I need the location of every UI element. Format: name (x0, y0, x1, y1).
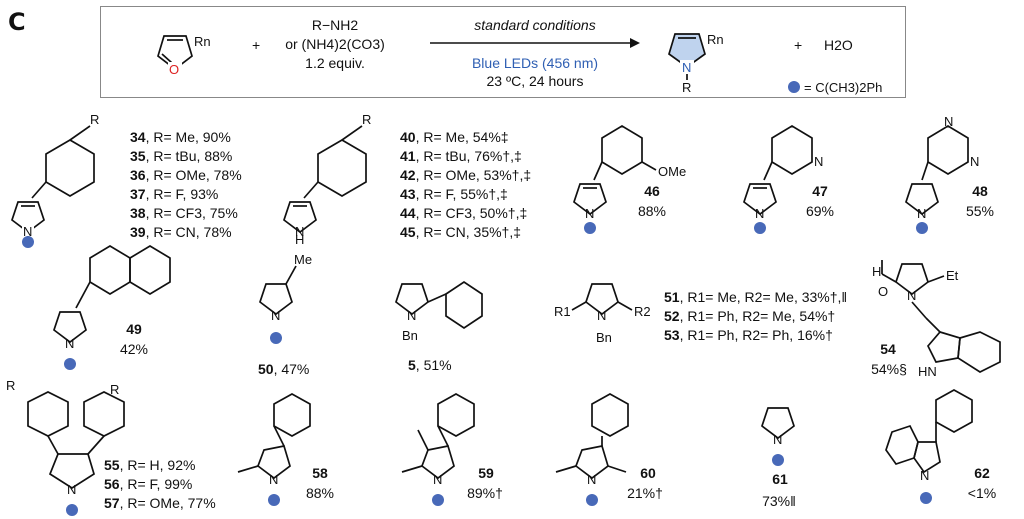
compound-48-label: 48 (972, 183, 988, 199)
light-source-label: Blue LEDs (456 nm) (471, 55, 599, 71)
furan-structure: O Rn (157, 34, 211, 77)
compound-58-yield: 88% (305, 485, 335, 501)
r2-label: R2 (634, 304, 651, 319)
compound-62-yield: <1% (967, 485, 997, 501)
et-label: Et (946, 268, 959, 283)
pyrrole-r-label: R (682, 80, 691, 95)
r-left-label: R (6, 378, 15, 393)
r1-label: R1 (554, 304, 571, 319)
compound-61-yield: 73%‖ (762, 493, 796, 509)
n-label: N (587, 472, 596, 487)
r-label: R (90, 112, 99, 127)
aldehyde-o-label: O (878, 284, 888, 299)
structure-55-57: R R N (6, 378, 125, 516)
compound-58-label: 58 (312, 465, 328, 481)
ome-label: OMe (658, 164, 686, 179)
structure-40-45: R N H (282, 112, 371, 247)
structure-62: N (885, 389, 973, 504)
n-label: N (433, 472, 442, 487)
structure-50: Me N (258, 252, 312, 344)
water-byproduct: H2O (824, 37, 853, 53)
n-label: N (67, 482, 76, 497)
amine-equivalents: 1.2 equiv. (305, 55, 365, 71)
pyrazine-n1-label: N (944, 114, 953, 129)
structure-59: N (401, 393, 475, 506)
h-label: H (872, 264, 881, 279)
compound-60-yield: 21%† (627, 485, 663, 501)
n-label: N (585, 206, 594, 221)
furan-oxygen-label: O (169, 62, 179, 77)
structure-58: N (237, 393, 311, 506)
n-label: N (269, 472, 278, 487)
compound-62-label: 62 (974, 465, 990, 481)
reaction-scheme-box (100, 6, 906, 98)
legend-text: = C(CH3)2Ph (804, 80, 883, 95)
conditions-label: standard conditions (474, 17, 596, 33)
entries-40-45: 40, R= Me, 54%‡ 41, R= tBu, 76%†,‡ 42, R… (400, 129, 532, 240)
me-label: Me (294, 252, 312, 267)
n-label: N (65, 336, 74, 351)
plus-sign-2: + (794, 37, 803, 53)
r-label: R (362, 112, 371, 127)
n-label: N (295, 224, 304, 239)
reaction-arrow (430, 38, 640, 48)
n-label: N (773, 432, 782, 447)
bn-label: Bn (596, 330, 612, 345)
entries-51-53: 51, R1= Me, R2= Me, 33%†,‖ 52, R1= Ph, R… (664, 289, 848, 343)
structure-46: OMe N (572, 125, 686, 234)
legend-dot (788, 81, 800, 93)
product-pyrrole-structure: N R Rn (668, 32, 724, 95)
compound-47-yield: 69% (805, 203, 835, 219)
amine-formula: R−NH2 (311, 17, 359, 33)
compound-46-yield: 88% (637, 203, 667, 219)
n-label: N (597, 308, 606, 323)
compound-48-yield: 55% (965, 203, 995, 219)
r-right-label: R (110, 382, 119, 397)
structure-54: H O Et N HN (872, 260, 1001, 379)
panel-label: C (8, 8, 26, 36)
compound-49-yield: 42% (119, 341, 149, 357)
structure-61: N (760, 407, 796, 466)
compound-61-label: 61 (772, 471, 788, 487)
pyrrole-substituent-label: Rn (707, 32, 724, 47)
compound-54-label: 54 (880, 341, 896, 357)
n-label: N (917, 206, 926, 221)
compound-59-label: 59 (478, 465, 494, 481)
pyrrole-nitrogen-label: N (682, 60, 691, 75)
structure-60: N (555, 393, 629, 506)
structure-49: N (52, 245, 171, 370)
pyrazine-n2-label: N (970, 154, 979, 169)
structure-5: N Bn (394, 280, 483, 343)
amine-reagent: R−NH2 or (NH4)2(CO3) 1.2 equiv. (280, 16, 390, 73)
compound-60-label: 60 (640, 465, 656, 481)
compound-47-label: 47 (812, 183, 828, 199)
bn-label: Bn (402, 328, 418, 343)
structure-47: N N (742, 125, 823, 234)
ammonium-carbonate: or (NH4)2(CO3) (285, 36, 385, 52)
entries-34-39: 34, R= Me, 90% 35, R= tBu, 88% 36, R= OM… (130, 129, 242, 240)
pyridine-n-label: N (814, 154, 823, 169)
n-label: N (907, 288, 916, 303)
structure-34-39: R N (10, 112, 99, 248)
compound-5-caption: 5, 51% (408, 357, 452, 373)
compound-54-yield: 54%§ (871, 361, 907, 377)
hn-label: HN (918, 364, 937, 379)
n-label: N (23, 224, 32, 239)
entries-55-57: 55, R= H, 92% 56, R= F, 99% 57, R= OMe, … (104, 457, 216, 511)
compound-46-label: 46 (644, 183, 660, 199)
plus-sign: + (252, 37, 261, 53)
structure-51-53: R1 R2 N Bn (554, 283, 651, 345)
structure-48: N N N (904, 114, 979, 234)
n-label: N (271, 308, 280, 323)
furan-substituent-label: Rn (194, 34, 211, 49)
compound-49-label: 49 (126, 321, 142, 337)
compound-59-yield: 89%† (467, 485, 503, 501)
n-label: N (920, 468, 929, 483)
n-label: N (755, 206, 764, 221)
temperature-time-label: 23 ºC, 24 hours (486, 73, 584, 89)
n-label: N (407, 308, 416, 323)
compound-50-caption: 50, 47% (258, 361, 310, 377)
h-label: H (295, 232, 304, 247)
